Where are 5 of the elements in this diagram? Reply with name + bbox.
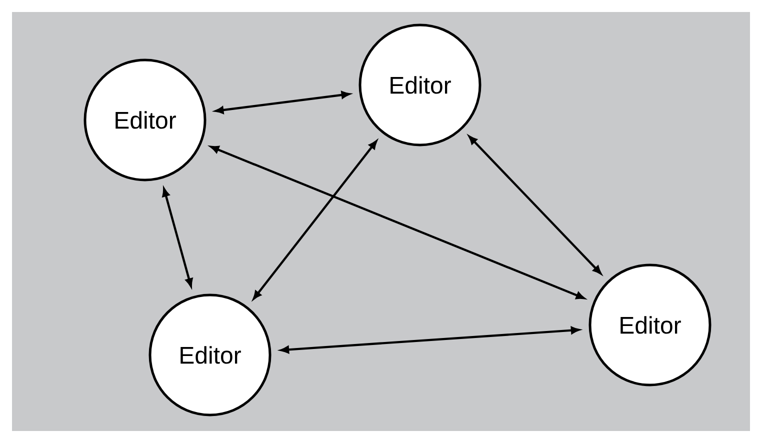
double-arrow <box>162 188 193 287</box>
double-arrow <box>252 140 378 300</box>
double-arrow <box>215 91 350 114</box>
double-arrow <box>468 136 602 274</box>
double-arrow <box>210 146 585 300</box>
